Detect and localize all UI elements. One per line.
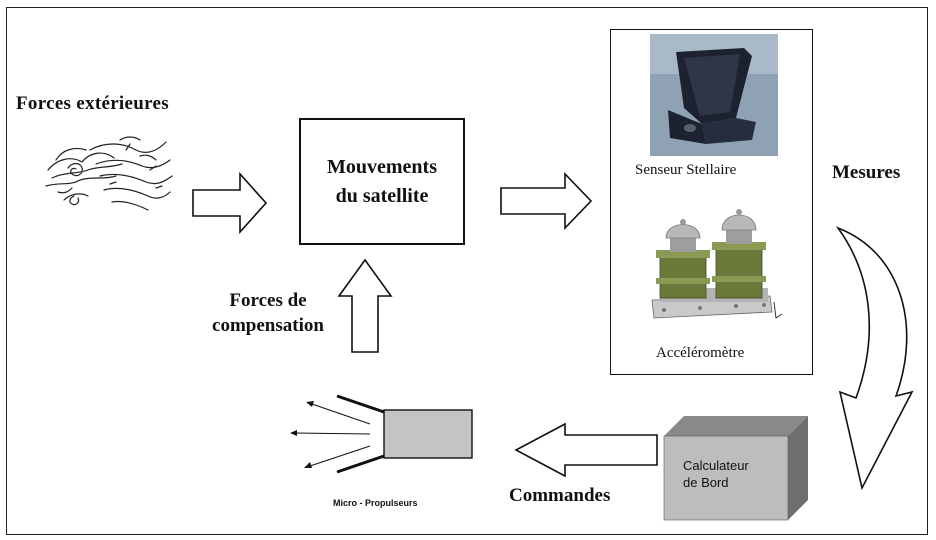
star-sensor-image <box>650 34 778 156</box>
box-mouvements-satellite: Mouvements du satellite <box>299 118 465 245</box>
external-forces-sketch <box>45 136 173 211</box>
label-forces-exterieures: Forces extérieures <box>16 93 169 114</box>
label-mouvements-satellite: Mouvements du satellite <box>327 155 437 207</box>
arrow-commandes-left <box>514 422 658 478</box>
micro-propulseur-icon <box>290 394 473 474</box>
label-commandes: Commandes <box>509 485 611 506</box>
calculateur-cube <box>663 416 808 521</box>
accelerometer-image <box>651 209 783 319</box>
arrow-forces-to-mouvements <box>192 171 268 235</box>
label-micro-propulseurs: Micro - Propulseurs <box>333 498 418 508</box>
label-calculateur-bord: Calculateur de Bord <box>683 458 749 490</box>
arrow-compensation-up <box>337 258 393 353</box>
box-capteurs <box>610 29 813 375</box>
label-accelerometre: Accéléromètre <box>656 345 745 361</box>
diagram-frame <box>6 7 928 535</box>
arrow-mesures-curved <box>835 226 914 491</box>
label-mesures: Mesures <box>832 162 901 183</box>
label-forces-compensation: Forces de compensation <box>212 290 324 336</box>
arrow-mouvements-to-capteurs <box>500 172 593 230</box>
label-senseur-stellaire: Senseur Stellaire <box>635 162 737 178</box>
